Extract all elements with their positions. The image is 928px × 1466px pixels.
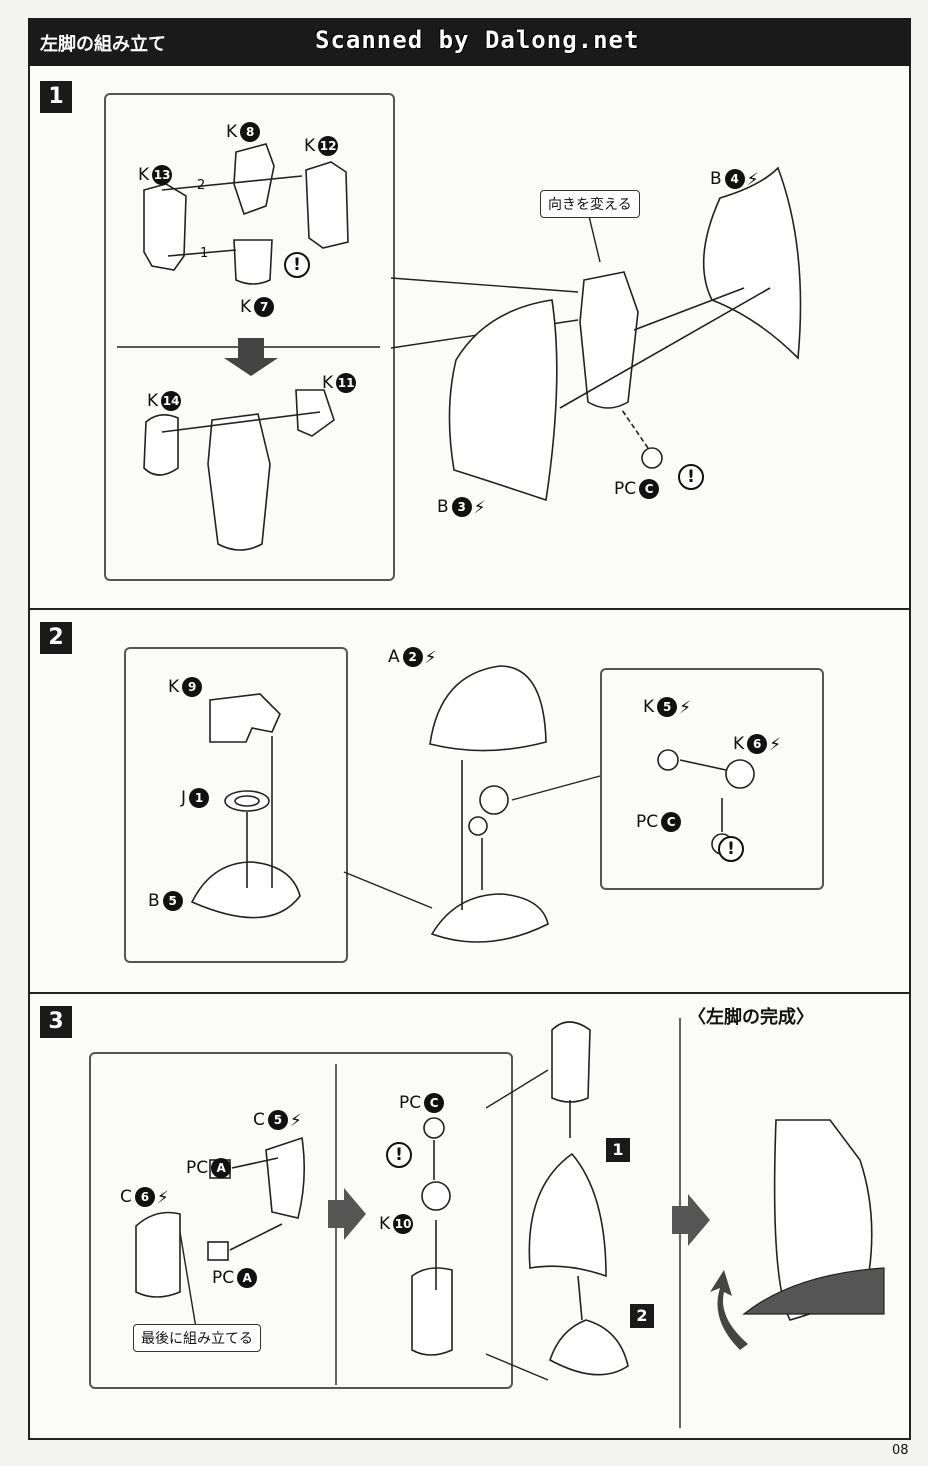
scan-credit: Scanned by Dalong.net bbox=[315, 26, 640, 54]
part-k6 bbox=[725, 759, 755, 789]
step-divider bbox=[28, 992, 911, 994]
step-number-1: 1 bbox=[40, 81, 72, 113]
part-k13 bbox=[143, 183, 187, 271]
part-pc-c bbox=[423, 1117, 445, 1139]
arrow-right-icon bbox=[672, 1194, 710, 1246]
caution-icon: ! bbox=[718, 836, 744, 862]
caution-icon: ! bbox=[678, 464, 704, 490]
runner-cut-icon: ⚡ bbox=[746, 170, 759, 190]
part-k9 bbox=[209, 693, 281, 743]
part-leg-assembly bbox=[207, 413, 271, 551]
callout-rotate: 向きを変える bbox=[540, 190, 640, 218]
part-a2 bbox=[429, 665, 547, 752]
part-k10 bbox=[421, 1181, 451, 1211]
part-k14 bbox=[143, 414, 179, 476]
part-pc-a-lower bbox=[207, 1241, 229, 1261]
step-divider bbox=[28, 608, 911, 610]
part-k12 bbox=[305, 161, 349, 249]
part-b5 bbox=[190, 861, 301, 919]
page-number: 08 bbox=[892, 1443, 909, 1458]
step2-inset-right bbox=[600, 668, 824, 890]
runner-cut-icon: ⚡ bbox=[156, 1188, 169, 1208]
rotate-arrow-icon bbox=[710, 1270, 748, 1350]
part-b3 bbox=[448, 299, 558, 502]
callout-assemble-last: 最後に組み立てる bbox=[133, 1324, 261, 1352]
part-k7 bbox=[233, 239, 273, 285]
order-hexagon-icon: 2 bbox=[197, 178, 206, 193]
part-leg-core bbox=[579, 271, 639, 409]
down-arrow-icon bbox=[224, 338, 278, 376]
completed-heading: 〈左脚の完成〉 bbox=[688, 1007, 814, 1028]
step-number-2: 2 bbox=[40, 622, 72, 654]
part-left-leg-completed bbox=[742, 1119, 885, 1321]
page-title: 左脚の組み立て bbox=[40, 34, 166, 55]
runner-cut-icon: ⚡ bbox=[473, 498, 486, 518]
arrow-right-icon bbox=[328, 1188, 366, 1240]
substep-2: 2 bbox=[630, 1304, 654, 1328]
runner-cut-icon: ⚡ bbox=[679, 698, 692, 718]
part-k8 bbox=[233, 143, 275, 216]
part-c5 bbox=[265, 1136, 306, 1219]
part-b5-assembled bbox=[430, 893, 549, 943]
step-number-3: 3 bbox=[40, 1006, 72, 1038]
order-hexagon-icon: 1 bbox=[200, 246, 209, 261]
part-k5 bbox=[657, 749, 679, 771]
substep-1: 1 bbox=[606, 1138, 630, 1162]
runner-cut-icon: ⚡ bbox=[769, 735, 782, 755]
header-bar bbox=[28, 18, 911, 66]
part-b4 bbox=[702, 166, 802, 360]
part-c6 bbox=[135, 1211, 181, 1298]
runner-cut-icon: ⚡ bbox=[289, 1111, 302, 1131]
caution-icon: ! bbox=[386, 1142, 412, 1168]
runner-cut-icon: ⚡ bbox=[424, 648, 437, 668]
caution-icon: ! bbox=[284, 252, 310, 278]
